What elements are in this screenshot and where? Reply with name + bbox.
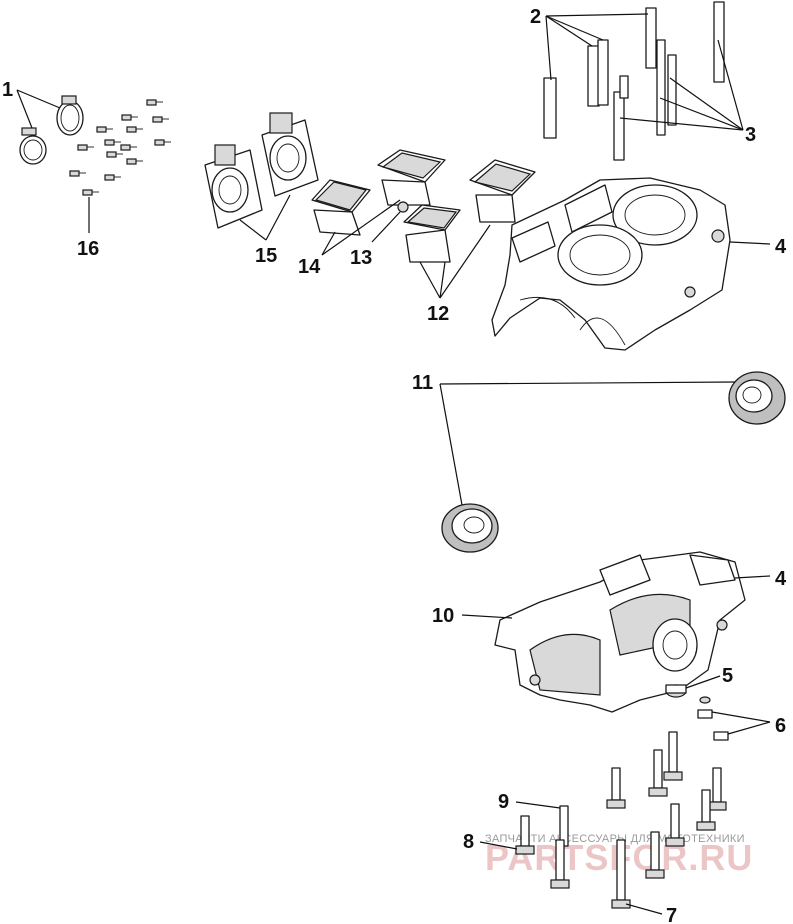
callout-15: 15: [239, 194, 291, 267]
callout-label-7: 7: [666, 905, 677, 924]
callout-label-1: 1: [2, 79, 13, 101]
crankshaft-seals: [441, 371, 786, 553]
callout-label-16: 16: [77, 238, 99, 260]
washers: [697, 696, 729, 741]
callout-label-3: 3: [745, 124, 756, 146]
hose-clamps: [19, 95, 84, 165]
callout-11: 11: [412, 372, 736, 506]
callout-label-4b: 4: [775, 568, 787, 590]
callout-label-12: 12: [427, 303, 449, 325]
callout-8: 8: [463, 831, 518, 853]
callout-label-11: 11: [412, 372, 433, 394]
callout-label-6: 6: [775, 715, 786, 737]
callout-14: 14: [298, 199, 401, 278]
callout-label-4a: 4: [775, 236, 787, 258]
callout-3: 3: [619, 39, 756, 146]
callout-2: 2: [530, 6, 649, 81]
crankcase-bolts: [515, 731, 727, 909]
crankcase-lower: [494, 551, 746, 713]
callout-9: 9: [498, 791, 561, 813]
callout-label-8: 8: [463, 831, 474, 853]
callout-5: 5: [685, 665, 733, 689]
callout-label-10: 10: [432, 605, 454, 627]
callout-4a: 4: [729, 236, 787, 258]
studs-and-dowels: [543, 1, 725, 161]
callout-label-15: 15: [255, 245, 277, 267]
reed-valves: [311, 149, 536, 263]
callout-label-14: 14: [298, 256, 321, 278]
callout-10: 10: [432, 605, 513, 627]
intake-flanges: [204, 112, 319, 229]
callout-12: 12: [419, 224, 491, 325]
callout-13: 13: [350, 211, 401, 269]
callout-6: 6: [711, 711, 786, 737]
callout-16: 16: [77, 197, 99, 260]
callout-4b: 4: [734, 568, 787, 590]
drain-plug: [665, 684, 687, 698]
callout-label-9: 9: [498, 791, 509, 813]
callout-1: 1: [2, 79, 61, 129]
callout-label-2: 2: [530, 6, 541, 28]
crankcase-upper: [491, 177, 731, 351]
callout-7: 7: [625, 903, 677, 924]
callout-label-13: 13: [350, 247, 372, 269]
screw-set: [69, 99, 171, 196]
callout-label-5: 5: [722, 665, 733, 687]
